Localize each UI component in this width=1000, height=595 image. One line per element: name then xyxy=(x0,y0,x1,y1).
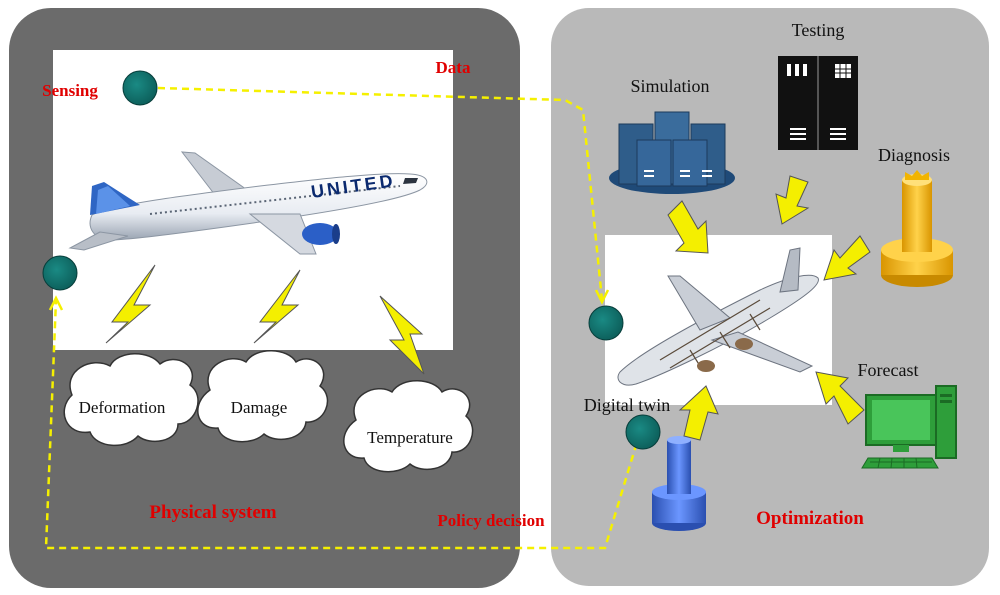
testing-label: Testing xyxy=(792,20,845,40)
digital-twin-label: Digital twin xyxy=(584,395,671,415)
simulation-label: Simulation xyxy=(630,76,709,96)
optimization-title: Optimization xyxy=(756,508,864,529)
cloud-label: Damage xyxy=(231,398,288,417)
arrow-icon xyxy=(775,175,810,225)
policy-flow-arrowhead xyxy=(48,295,64,311)
node-circle-icon xyxy=(588,305,624,341)
node-circle-icon xyxy=(42,255,78,291)
computer-monitor-icon xyxy=(861,385,957,469)
cloud-damage: Damage xyxy=(197,350,329,443)
cloud-label: Temperature xyxy=(367,428,453,447)
node-circle-icon xyxy=(625,414,661,450)
server-stack-icon xyxy=(609,111,735,194)
cutaway-airliner-icon xyxy=(617,247,819,386)
cloud-deformation: Deformation xyxy=(63,353,199,447)
sensing-label: Sensing xyxy=(42,81,98,100)
node-circle-icon xyxy=(122,70,158,106)
cylinder-tower-icon xyxy=(652,436,706,531)
policy-flow-line xyxy=(44,299,642,550)
policy-decision-label: Policy decision xyxy=(437,511,545,530)
physical-system-title: Physical system xyxy=(149,502,276,523)
cloud-label: Deformation xyxy=(79,398,166,417)
lightning-bolt-icon xyxy=(379,295,425,375)
forecast-label: Forecast xyxy=(858,360,919,380)
cloud-temperature: Temperature xyxy=(343,380,474,473)
lightning-bolt-icon xyxy=(105,264,156,344)
diagnosis-label: Diagnosis xyxy=(878,145,950,165)
arrow-icon xyxy=(678,385,719,441)
arrow-icon xyxy=(815,371,865,425)
arrow-icon xyxy=(823,235,871,281)
cylinder-stack-icon xyxy=(881,170,953,287)
data-label: Data xyxy=(436,58,471,77)
airliner-photo-icon: UNITED xyxy=(68,151,428,255)
lightning-bolt-icon xyxy=(253,269,301,344)
arrow-icon xyxy=(667,200,709,254)
server-rack-icon xyxy=(778,56,858,150)
data-flow-arrowhead xyxy=(594,289,610,305)
